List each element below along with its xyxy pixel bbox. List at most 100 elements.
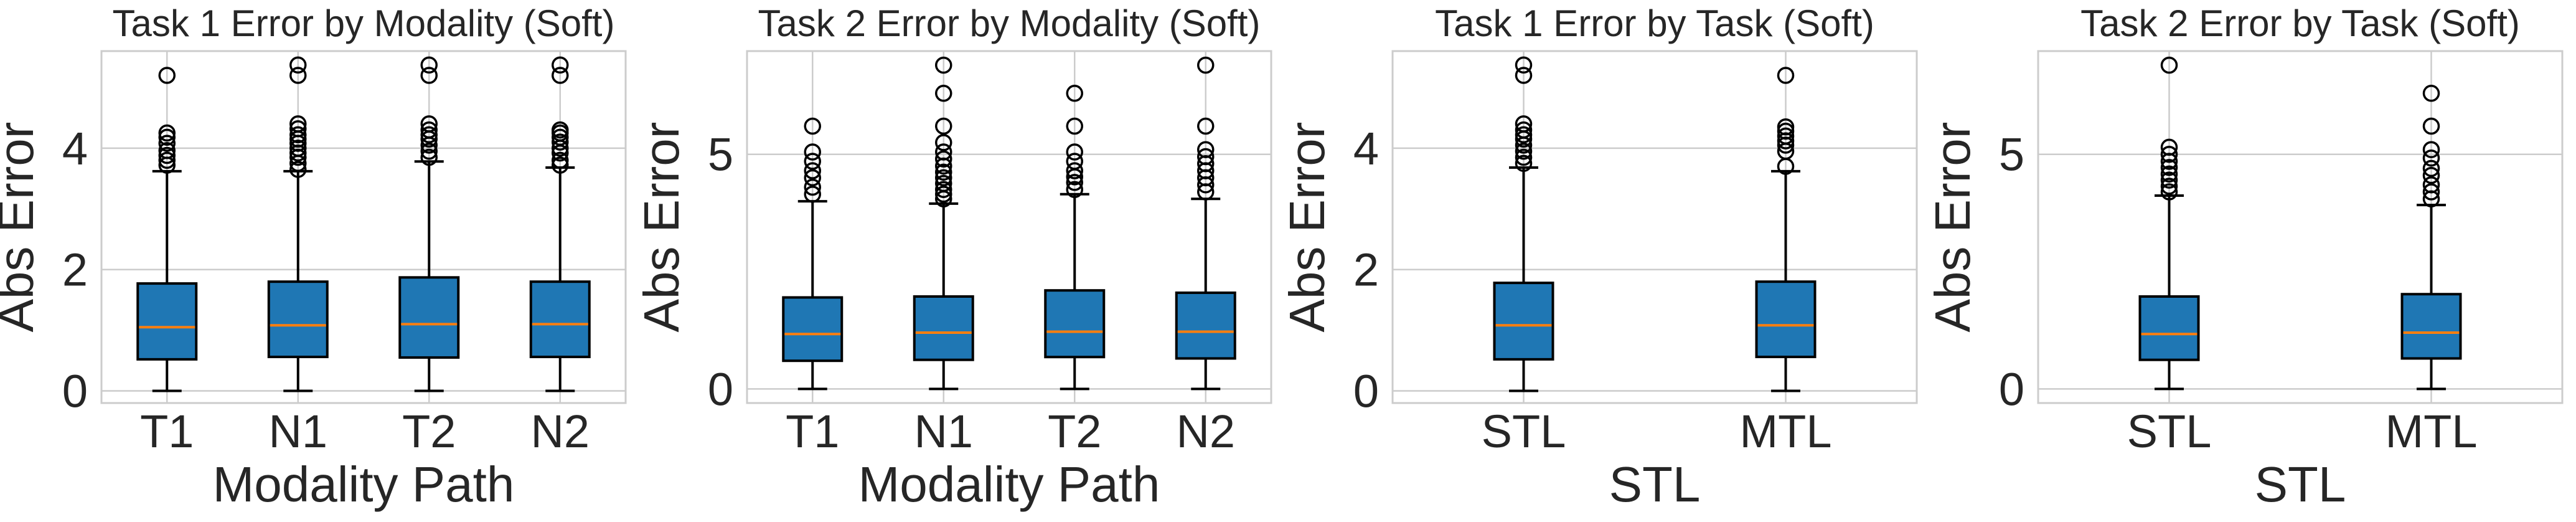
outlier-point — [1066, 153, 1083, 170]
x-tick-label: T1 — [140, 406, 194, 457]
x-tick-label: N1 — [268, 406, 327, 457]
outlier-point — [420, 126, 438, 144]
chart-title: Task 1 Error by Task (Soft) — [1435, 2, 1874, 44]
outlier-point — [1777, 127, 1795, 145]
outlier-point — [1066, 85, 1083, 102]
box-body — [782, 296, 844, 363]
outlier-point — [158, 128, 176, 146]
outlier-point — [552, 121, 569, 139]
x-tick-label: MTL — [2386, 406, 2478, 457]
outlier-point — [1066, 143, 1083, 161]
box-n1 — [267, 56, 329, 392]
chart-title: Task 2 Error by Modality (Soft) — [758, 2, 1261, 44]
box-mtl — [2400, 85, 2462, 391]
box-t1 — [782, 117, 844, 391]
outlier-point — [552, 133, 569, 151]
outlier-point — [2160, 171, 2178, 189]
outlier-point — [2422, 149, 2440, 167]
outlier-point — [2160, 178, 2178, 195]
outlier-point — [935, 117, 952, 135]
outlier-point — [2422, 166, 2440, 184]
x-tick-label: STL — [1482, 406, 1566, 457]
x-axis-label: STL — [2255, 457, 2346, 512]
outlier-point — [2422, 159, 2440, 178]
x-tick-label: MTL — [1740, 406, 1832, 457]
outlier-point — [2160, 165, 2178, 183]
x-tick-label: N1 — [914, 406, 973, 457]
box-body — [529, 280, 591, 358]
x-tick-label: N2 — [1176, 406, 1235, 457]
x-tick-label: T1 — [786, 406, 839, 457]
y-tick-label: 0 — [1353, 366, 1379, 417]
outlier-point — [289, 67, 307, 84]
y-axis-label: Abs Error — [0, 122, 44, 333]
y-axis-label: Abs Error — [634, 122, 689, 333]
outlier-point — [804, 153, 821, 170]
outlier-point — [804, 178, 821, 196]
outlier-point — [935, 150, 952, 168]
y-tick-label: 5 — [1999, 129, 2024, 181]
plot-frame — [746, 50, 1272, 404]
x-tick-label: T2 — [1048, 406, 1101, 457]
box-n2 — [529, 56, 591, 392]
x-tick-label: STL — [2127, 406, 2212, 457]
outlier-point — [289, 126, 307, 144]
plot-area — [1393, 51, 1917, 403]
outlier-point — [158, 67, 176, 84]
outlier-point — [804, 186, 821, 203]
outlier-point — [1197, 148, 1215, 166]
plot-frame — [2037, 50, 2564, 404]
outlier-point — [2422, 183, 2440, 201]
outlier-point — [2422, 176, 2440, 194]
outlier-point — [935, 85, 952, 102]
outlier-point — [552, 56, 569, 74]
outlier-point — [552, 128, 569, 146]
x-axis-label: Modality Path — [213, 457, 515, 512]
outlier-point — [420, 56, 438, 74]
outlier-point — [289, 115, 307, 133]
y-tick-label: 4 — [62, 123, 88, 174]
box-body — [136, 282, 198, 361]
outlier-point — [1777, 67, 1795, 84]
outlier-point — [1777, 122, 1795, 140]
outlier-point — [552, 151, 569, 169]
outlier-point — [2422, 85, 2440, 102]
plot-frame — [1391, 50, 1918, 404]
box-t2 — [1044, 85, 1106, 391]
outlier-point — [1066, 117, 1083, 135]
outlier-point — [289, 140, 307, 157]
outlier-point — [552, 156, 569, 174]
box-body — [2138, 295, 2200, 361]
box-body — [2400, 293, 2462, 360]
x-axis-label: Modality Path — [858, 457, 1160, 512]
outlier-point — [1197, 117, 1215, 135]
outlier-point — [2160, 159, 2178, 176]
outlier-point — [420, 67, 438, 84]
y-tick-label: 0 — [1999, 363, 2024, 415]
box-body — [1755, 280, 1817, 358]
box-mtl — [1755, 67, 1817, 392]
outlier-point — [1515, 142, 1533, 160]
outlier-point — [804, 117, 821, 135]
outlier-point — [2160, 138, 2178, 156]
box-t1 — [136, 67, 198, 392]
outlier-point — [289, 120, 307, 138]
outlier-point — [158, 142, 176, 159]
y-axis-label: Abs Error — [1279, 122, 1335, 333]
outlier-point — [804, 169, 821, 187]
outlier-point — [1066, 174, 1083, 191]
outlier-point — [158, 151, 176, 169]
y-tick-label: 2 — [1353, 244, 1379, 296]
box-stl — [1493, 56, 1554, 392]
outlier-point — [2160, 183, 2178, 201]
plot-area — [2038, 51, 2562, 403]
y-tick-label: 5 — [708, 129, 733, 181]
outlier-point — [2422, 117, 2440, 135]
box-body — [1175, 291, 1236, 360]
x-tick-label: T2 — [402, 406, 456, 457]
outlier-point — [1515, 115, 1533, 133]
outlier-point — [2422, 141, 2440, 158]
outlier-point — [804, 162, 821, 179]
